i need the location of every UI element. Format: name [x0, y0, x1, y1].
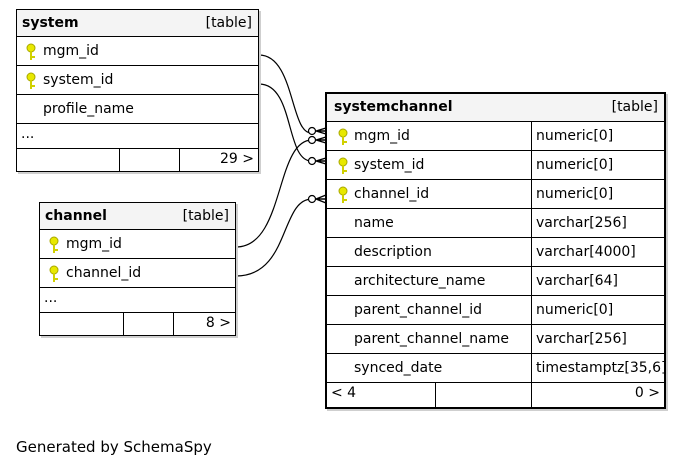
table-channel[interactable]: channel [table] mgm_id channel_id ... 8 …: [39, 202, 236, 336]
column-name: name: [354, 215, 394, 231]
table-system[interactable]: system [table] mgm_id system_id profile_…: [16, 9, 259, 172]
column-row[interactable]: channel_id: [40, 259, 235, 288]
table-header: systemchannel [table]: [327, 94, 664, 122]
column-name: architecture_name: [354, 273, 486, 289]
footer-cell: [123, 313, 124, 335]
column-name: mgm_id: [354, 128, 410, 144]
table-footer: < 4 0 >: [327, 383, 664, 407]
column-divider: [531, 122, 532, 150]
column-row[interactable]: description varchar[4000]: [327, 238, 664, 267]
table-kind: [table]: [611, 99, 658, 115]
column-type: numeric[0]: [536, 157, 614, 173]
column-row[interactable]: profile_name: [17, 95, 258, 124]
column-row[interactable]: mgm_id numeric[0]: [327, 122, 664, 151]
key-icon: [338, 157, 348, 174]
column-name: synced_date: [354, 360, 443, 376]
crowfoot-circle-3: [307, 156, 317, 166]
column-type: timestamptz[35,6]: [536, 360, 667, 376]
children-count[interactable]: 0 >: [634, 385, 660, 401]
column-divider: [531, 354, 532, 382]
column-divider: [531, 238, 532, 266]
column-row[interactable]: system_id: [17, 66, 258, 95]
table-name: systemchannel: [334, 99, 453, 115]
column-divider: [531, 267, 532, 295]
column-name: mgm_id: [66, 236, 122, 252]
column-type: varchar[64]: [536, 273, 618, 289]
column-name: channel_id: [66, 265, 142, 281]
column-name: system_id: [354, 157, 425, 173]
link-system-mgm_id: [258, 54, 313, 134]
footer-cell: [173, 313, 174, 335]
ellipsis: ...: [44, 290, 58, 306]
link-system-system_id: [258, 83, 313, 162]
crowfoot-1: [315, 127, 327, 135]
column-row[interactable]: mgm_id: [40, 230, 235, 259]
more-columns-row: ...: [17, 124, 258, 149]
table-footer: 8 >: [40, 313, 235, 335]
column-type: varchar[4000]: [536, 244, 636, 260]
key-icon: [49, 265, 59, 282]
table-kind: [table]: [205, 15, 252, 31]
table-name: system: [22, 15, 79, 31]
footer-cell: [179, 149, 180, 171]
column-type: numeric[0]: [536, 128, 614, 144]
crowfoot-circle-4: [307, 194, 317, 204]
column-divider: [531, 296, 532, 324]
children-count[interactable]: 8 >: [205, 315, 231, 331]
key-icon: [338, 128, 348, 145]
key-icon: [338, 186, 348, 203]
ellipsis: ...: [21, 126, 35, 142]
table-header: channel [table]: [40, 203, 235, 230]
crowfoot-circle-1: [307, 126, 317, 136]
link-channel-channel_id: [235, 198, 313, 277]
column-name: parent_channel_name: [354, 331, 509, 347]
column-row[interactable]: parent_channel_name varchar[256]: [327, 325, 664, 354]
column-row[interactable]: system_id numeric[0]: [327, 151, 664, 180]
crowfoot-2: [315, 136, 327, 144]
column-row[interactable]: channel_id numeric[0]: [327, 180, 664, 209]
column-divider: [531, 151, 532, 179]
column-type: varchar[256]: [536, 331, 627, 347]
footer-cell: [119, 149, 120, 171]
column-name: description: [354, 244, 432, 260]
table-header: system [table]: [17, 10, 258, 37]
column-name: mgm_id: [43, 43, 99, 59]
column-name: channel_id: [354, 186, 430, 202]
column-name: profile_name: [43, 101, 134, 117]
key-icon: [49, 236, 59, 253]
table-systemchannel[interactable]: systemchannel [table] mgm_id numeric[0] …: [325, 92, 666, 409]
link-channel-mgm_id: [235, 139, 313, 248]
parents-count[interactable]: < 4: [331, 385, 357, 401]
more-columns-row: ...: [40, 288, 235, 313]
column-row[interactable]: name varchar[256]: [327, 209, 664, 238]
children-count[interactable]: 29 >: [220, 151, 254, 167]
column-row[interactable]: mgm_id: [17, 37, 258, 66]
table-footer: 29 >: [17, 149, 258, 171]
column-divider: [531, 325, 532, 353]
crowfoot-circle-2: [307, 135, 317, 145]
column-row[interactable]: parent_channel_id numeric[0]: [327, 296, 664, 325]
key-icon: [26, 72, 36, 89]
column-name: parent_channel_id: [354, 302, 483, 318]
column-row[interactable]: architecture_name varchar[64]: [327, 267, 664, 296]
column-divider: [531, 180, 532, 208]
key-icon: [26, 43, 36, 60]
table-kind: [table]: [182, 208, 229, 224]
crowfoot-3: [315, 157, 327, 165]
generated-by-credit: Generated by SchemaSpy: [16, 438, 212, 456]
column-type: numeric[0]: [536, 186, 614, 202]
column-type: varchar[256]: [536, 215, 627, 231]
column-name: system_id: [43, 72, 114, 88]
crowfoot-4: [315, 194, 327, 204]
column-divider: [531, 209, 532, 237]
table-name: channel: [45, 208, 107, 224]
column-type: numeric[0]: [536, 302, 614, 318]
footer-cell: [435, 383, 436, 407]
column-row[interactable]: synced_date timestamptz[35,6]: [327, 354, 667, 383]
footer-cell: [531, 383, 532, 407]
